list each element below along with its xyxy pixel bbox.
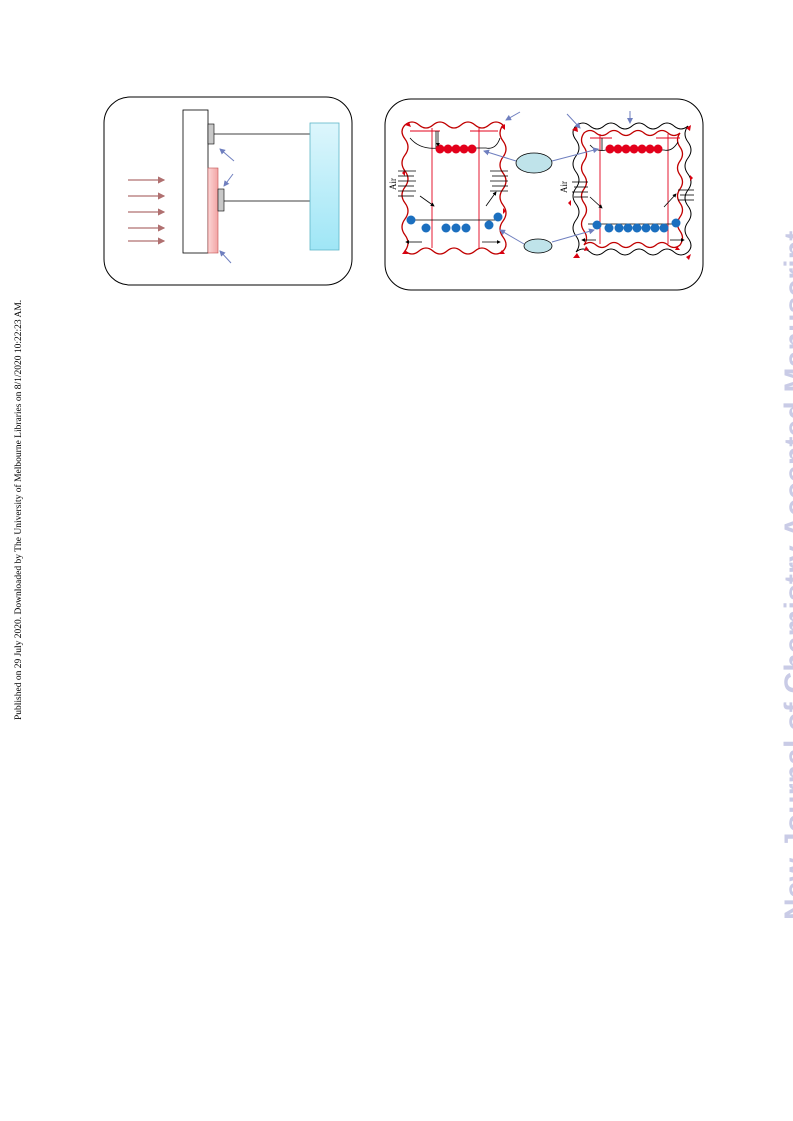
left-schematic-panel [103,96,353,286]
flow-arrows [405,131,685,244]
right-cell-inner-outline [580,129,684,249]
blue-bead-chain-right [592,218,681,233]
external-load-panel [309,122,340,251]
oval-lower [523,238,553,254]
right-cell-outer-outline [572,122,692,256]
air-gap-plates [398,170,694,201]
electrode-block [182,109,209,254]
red-bead-chain-right [605,144,663,154]
left-cell-outline [401,121,507,255]
pointer-arrow-1 [219,148,235,162]
contact-upper [207,123,215,145]
blue-bead-chain-left [406,212,503,233]
right-panel-frame [384,98,704,291]
contact-lower [217,188,225,212]
right-schematic-panel: Air Air [384,98,704,291]
incident-light-arrows [128,176,166,245]
right-cell-red-edge [568,125,693,260]
left-cell-red-edge [402,122,506,254]
air-label-right: Air [559,181,569,193]
pointer-arrow-3 [219,250,232,264]
air-label-left: Air [388,178,398,190]
pink-layer [207,167,219,254]
red-bead-chain-left [435,144,477,154]
pointer-arrow-2 [223,173,234,187]
right-pointer-arrows [483,111,633,245]
oval-upper [515,152,553,174]
left-panel-frame [103,96,353,286]
